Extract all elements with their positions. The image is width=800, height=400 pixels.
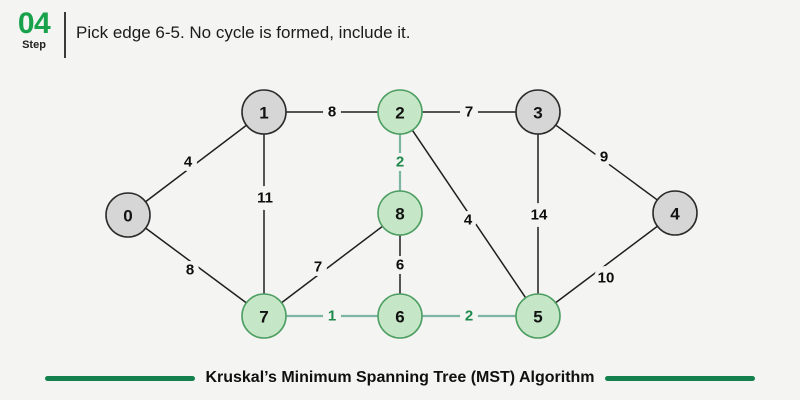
edge-weight-backdrop <box>391 256 409 274</box>
edge-weight-0-1: 4 <box>184 154 193 171</box>
graph-node-label-0: 0 <box>123 207 132 226</box>
edge-weight-2-3: 7 <box>465 104 473 121</box>
graph-node-7[interactable] <box>241 293 287 339</box>
edge-weight-2-8: 2 <box>396 154 404 171</box>
edge-weight-group: 4 8 8 11 7 2 4 14 9 10 2 6 7 1 <box>179 103 618 325</box>
footer-rule-right <box>604 375 755 381</box>
edge-weight-backdrop <box>323 307 341 325</box>
graph-edge-4-5 <box>555 225 658 304</box>
edge-weight-backdrop <box>460 103 478 121</box>
edge-weight-7-6: 1 <box>328 308 336 325</box>
graph-node-4[interactable] <box>652 190 698 236</box>
graph-node-label-2: 2 <box>395 104 404 123</box>
header-divider <box>64 12 66 58</box>
footer: Kruskal’s Minimum Spanning Tree (MST) Al… <box>0 358 800 398</box>
graph-node-8[interactable] <box>377 190 423 236</box>
footer-rule-left <box>45 375 196 381</box>
edge-weight-backdrop <box>181 261 199 279</box>
edge-weight-backdrop <box>391 153 409 171</box>
edge-weight-3-4: 9 <box>600 149 608 166</box>
edge-weight-4-5: 10 <box>598 270 615 287</box>
edge-weight-backdrop <box>179 153 197 171</box>
graph-node-label-6: 6 <box>395 308 404 327</box>
step-badge: 04 Step <box>8 8 60 52</box>
graph-edge-7-8 <box>281 225 383 304</box>
node-group: 0 1 2 3 4 5 6 7 8 <box>105 89 698 339</box>
graph-node-5[interactable] <box>515 293 561 339</box>
edge-weight-backdrop <box>594 266 618 290</box>
graph-node-3[interactable] <box>515 89 561 135</box>
edge-weight-6-8: 6 <box>396 257 404 274</box>
edge-weight-7-8: 7 <box>314 259 322 276</box>
graph-node-label-8: 8 <box>395 205 404 224</box>
graph-node-label-5: 5 <box>533 308 542 327</box>
edge-weight-backdrop <box>527 203 551 227</box>
graph-node-0[interactable] <box>105 192 151 238</box>
step-instruction: Pick edge 6-5. No cycle is formed, inclu… <box>76 23 411 42</box>
header: 04 Step Pick edge 6-5. No cycle is forme… <box>0 0 800 72</box>
step-word-label: Step <box>22 39 46 51</box>
edge-weight-3-5: 14 <box>531 207 548 224</box>
graph-node-2[interactable] <box>377 89 423 135</box>
graph-node-label-1: 1 <box>259 104 268 123</box>
graph-node-label-7: 7 <box>259 308 268 327</box>
graph-node-6[interactable] <box>377 293 423 339</box>
edge-weight-0-7: 8 <box>186 262 194 279</box>
footer-title: Kruskal’s Minimum Spanning Tree (MST) Al… <box>205 369 595 386</box>
edge-weight-1-7: 11 <box>257 190 273 207</box>
edge-weight-backdrop <box>323 103 341 121</box>
graph-node-label-4: 4 <box>670 205 680 224</box>
edge-weight-backdrop <box>460 307 478 325</box>
edge-weight-1-2: 8 <box>328 104 336 121</box>
edge-weight-backdrop <box>253 186 277 210</box>
graph-node-1[interactable] <box>241 89 287 135</box>
edge-weight-backdrop <box>459 211 477 229</box>
edge-weight-backdrop <box>595 148 613 166</box>
graph-node-label-3: 3 <box>533 104 542 123</box>
edge-weight-5-6: 2 <box>465 308 473 325</box>
edge-weight-2-5: 4 <box>464 212 473 229</box>
edge-weight-backdrop <box>309 258 327 276</box>
graph-diagram: 4 8 8 11 7 2 4 14 9 10 2 6 7 1 0 1 2 3 4 5 6 7 8 <box>105 89 698 339</box>
step-number: 04 <box>17 7 51 40</box>
